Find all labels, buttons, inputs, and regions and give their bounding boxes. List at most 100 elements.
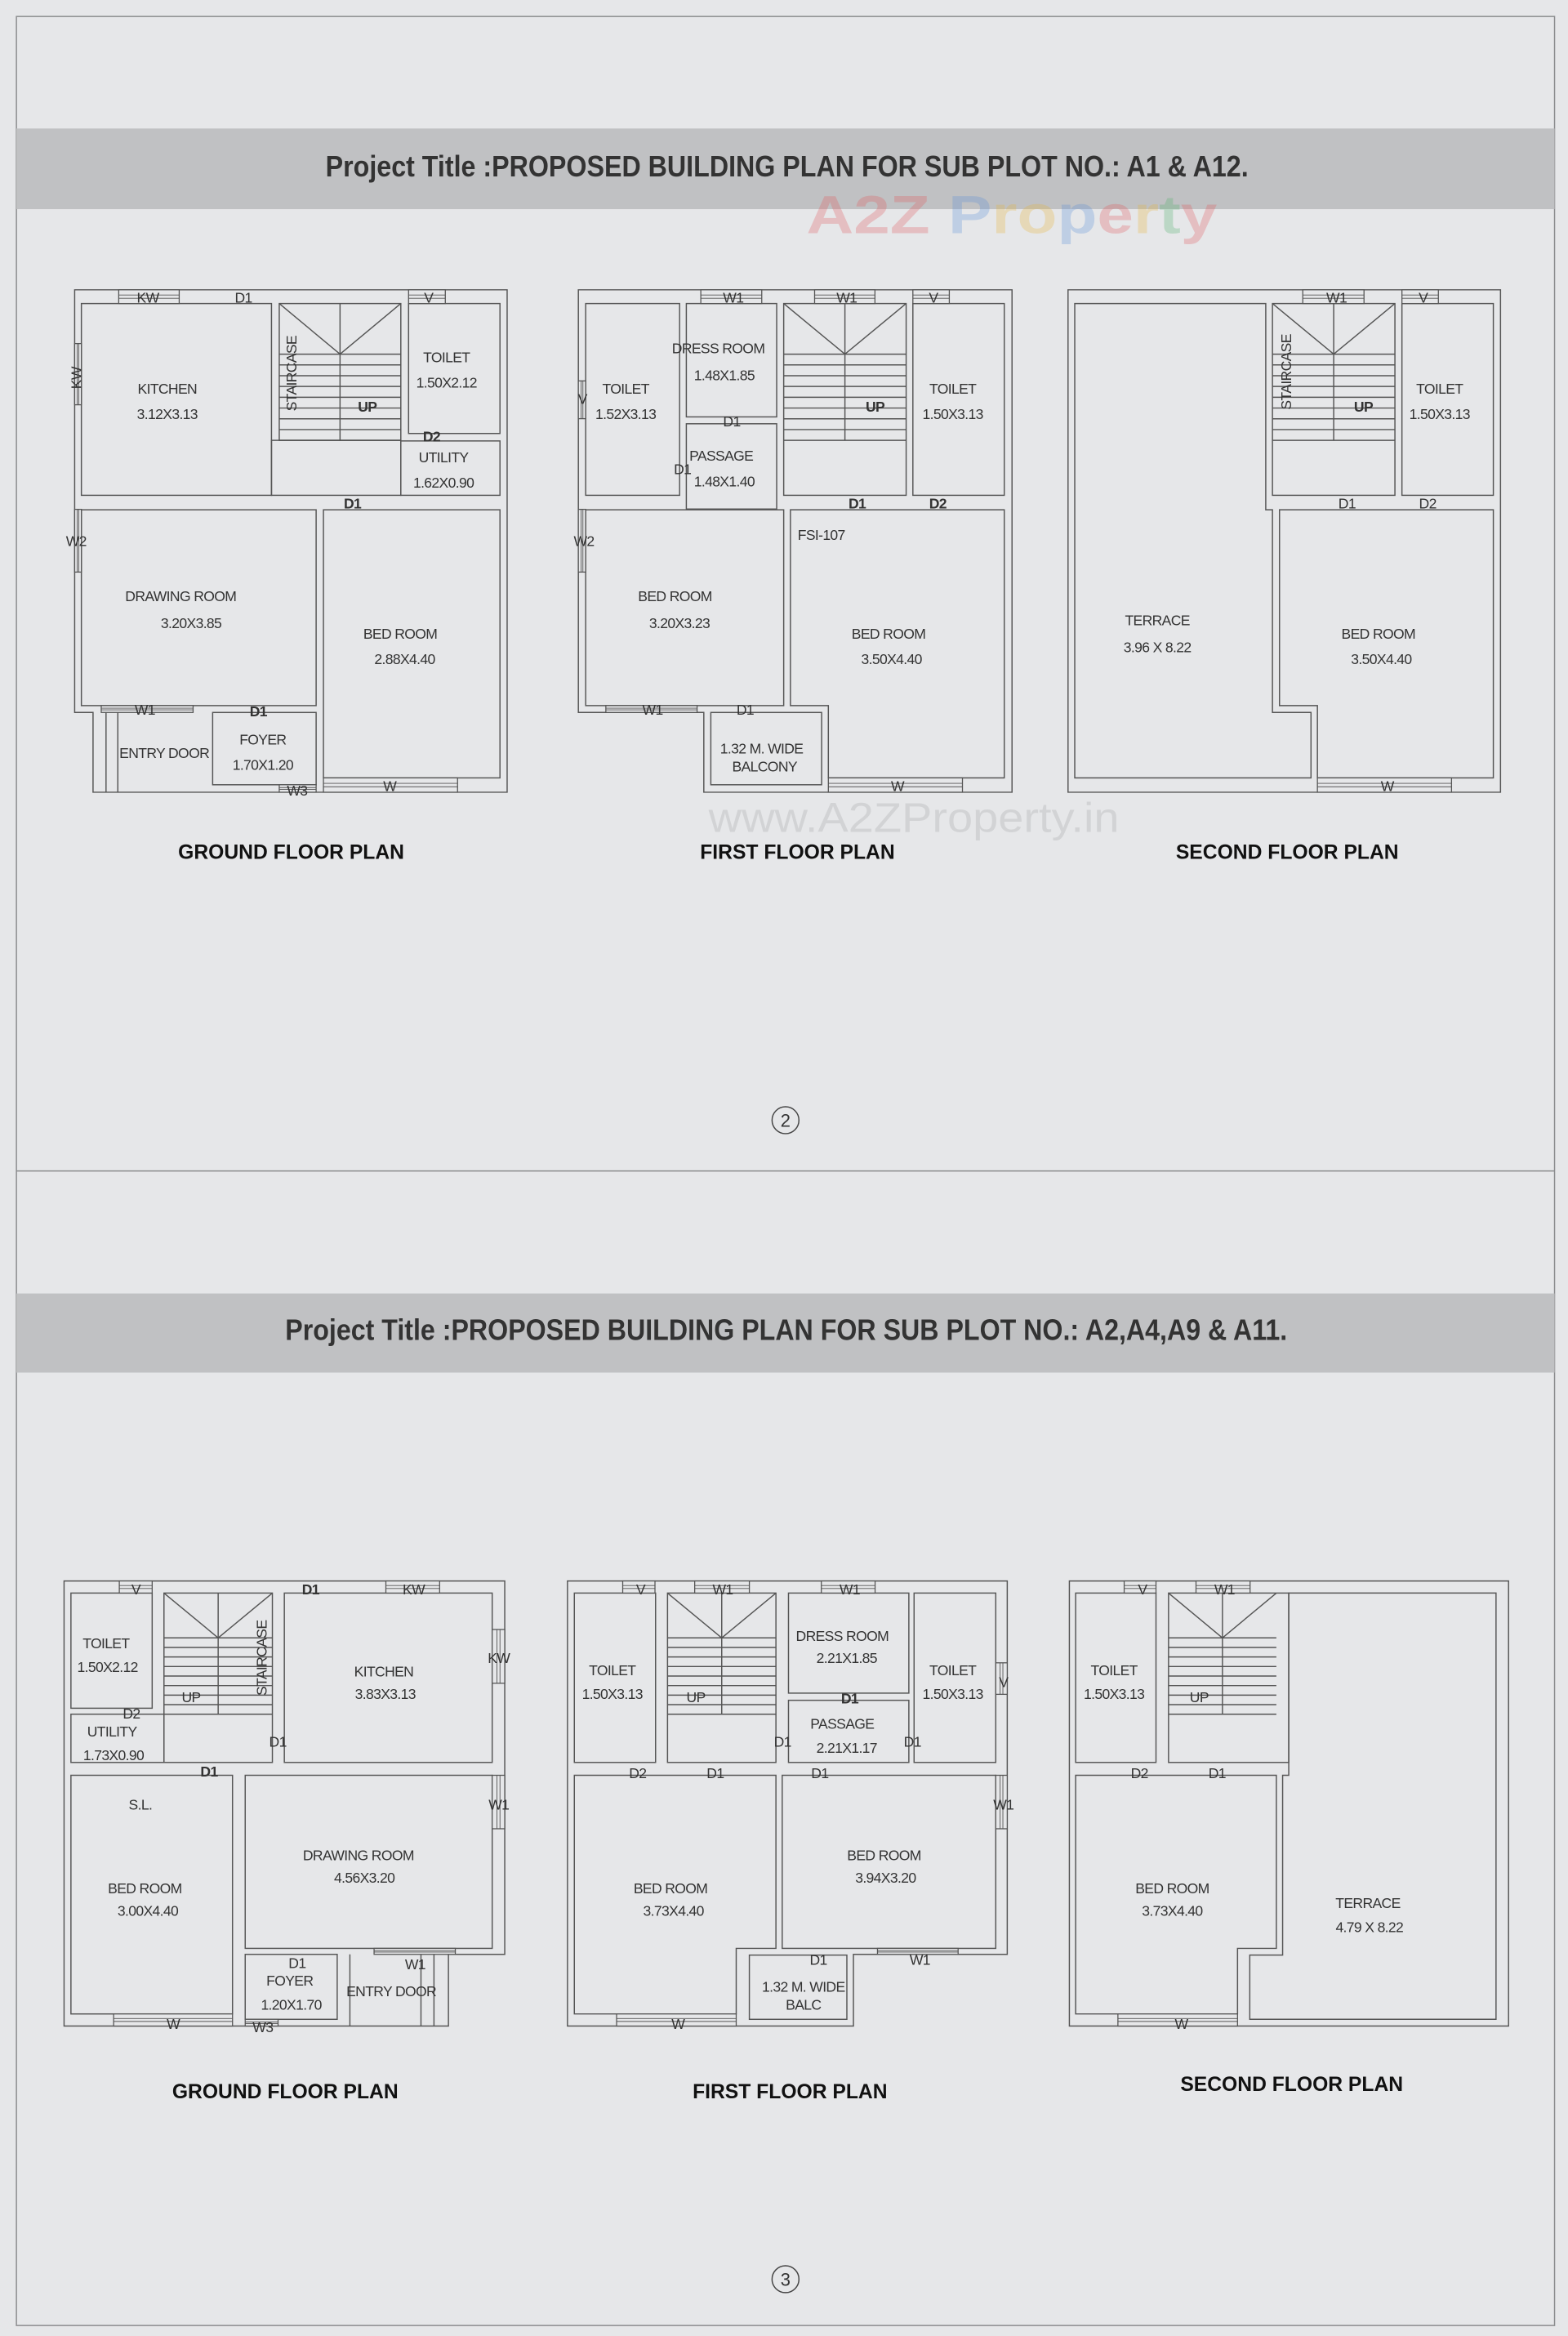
window-frame <box>605 705 698 713</box>
opening-tag: V <box>131 1581 141 1598</box>
page-number-circle-2 <box>771 2265 800 2294</box>
opening-tag: W1 <box>723 289 743 305</box>
room-name: FOYER <box>239 732 286 748</box>
window-frame <box>876 1947 959 1955</box>
opening-tag: D1 <box>849 496 866 512</box>
opening-tag: W1 <box>713 1581 733 1598</box>
project-title-1: Project Title :PROPOSED BUILDING PLAN FO… <box>326 149 1249 183</box>
window-symbol <box>1316 777 1453 793</box>
opening-tag: W1 <box>643 702 663 718</box>
window-frame <box>373 1947 457 1955</box>
room-size: 3.83X3.13 <box>355 1686 416 1702</box>
window-symbol <box>113 2013 234 2027</box>
opening-tag: UP <box>182 1689 201 1705</box>
opening-tag: D1 <box>270 1734 287 1750</box>
staircase-steps <box>666 1592 777 1715</box>
window-symbol <box>1123 1580 1157 1594</box>
room-size: 3.94X3.20 <box>855 1870 916 1886</box>
window-symbol <box>373 1947 457 1955</box>
window-symbol <box>995 1662 1009 1696</box>
window-frame <box>1117 2013 1238 2027</box>
window-symbol <box>577 380 586 420</box>
opening-tag: W <box>167 2016 180 2032</box>
room-size: 1.48X1.85 <box>694 367 755 383</box>
opening-tag: UP <box>687 1689 706 1705</box>
room-name: TOILET <box>1416 381 1463 397</box>
window-frame <box>118 289 180 305</box>
opening-tag: W1 <box>993 1796 1013 1812</box>
window-symbol <box>1195 1580 1251 1594</box>
opening-tag: D1 <box>1339 496 1356 512</box>
opening-tag: W1 <box>840 1581 860 1598</box>
room-toilet <box>912 302 1005 497</box>
page-number-1: 2 <box>781 1111 791 1131</box>
outer-wall <box>74 289 508 793</box>
opening-tag: UP <box>1354 399 1374 415</box>
room-bed-room <box>1075 1774 1277 2015</box>
opening-tag: W3 <box>252 2019 273 2035</box>
room-passage <box>685 423 777 510</box>
window-symbol <box>827 777 964 793</box>
room-balcony <box>748 1954 848 2021</box>
outer-wall <box>567 1580 1009 2027</box>
window-symbol <box>700 289 763 305</box>
window-frame <box>1123 1580 1157 1594</box>
room-name: DRAWING ROOM <box>303 1848 414 1864</box>
window-symbol <box>244 2018 279 2027</box>
window-symbol <box>100 705 194 713</box>
opening-tag: V <box>929 289 938 305</box>
window-frame <box>1195 1580 1251 1594</box>
room-size: 3.12X3.13 <box>137 406 198 422</box>
window-frame <box>278 784 317 793</box>
room-name: UTILITY <box>419 449 470 466</box>
room-foyer <box>244 1954 338 2021</box>
room-size: 1.50X3.13 <box>1084 1686 1144 1702</box>
floor-plan-ground-2 <box>63 1580 506 2027</box>
room-size: 3.00X4.40 <box>118 1902 179 1919</box>
window-frame <box>118 1580 153 1594</box>
opening-tag: W2 <box>66 533 87 549</box>
window-frame <box>74 342 82 406</box>
caption-ground-floor-2: GROUND FLOOR PLAN <box>172 2081 399 2103</box>
room-name: TOILET <box>82 1635 130 1652</box>
opening-tag: W1 <box>836 289 857 305</box>
window-frame <box>821 1580 876 1594</box>
window-frame <box>323 777 458 793</box>
window-frame <box>408 289 446 305</box>
floor-plan-ground-1 <box>74 289 508 793</box>
room-size: 1.70X1.20 <box>233 757 294 773</box>
opening-tag: S.L. <box>129 1796 153 1812</box>
room-name: TOILET <box>1090 1662 1138 1678</box>
staircase-steps <box>1168 1592 1277 1715</box>
room-name: BED ROOM <box>108 1880 181 1897</box>
opening-tag: W1 <box>488 1796 509 1812</box>
caption-second-floor-1: SECOND FLOOR PLAN <box>1176 841 1399 863</box>
room-name: TOILET <box>929 1662 977 1678</box>
room-size: 3.50X4.40 <box>1351 651 1412 667</box>
opening-tag: W1 <box>405 1956 425 1973</box>
opening-tag: D2 <box>1419 496 1437 512</box>
opening-tag: D1 <box>234 289 252 305</box>
room-name: DRESS ROOM <box>672 341 765 357</box>
window-frame <box>100 705 194 713</box>
room-terrace <box>1249 1592 1497 2021</box>
room-drawing-room <box>80 509 317 707</box>
room-name: BED ROOM <box>363 626 437 642</box>
page-number-2: 3 <box>781 2270 791 2290</box>
room-bed-room <box>573 1774 777 2015</box>
window-symbol <box>616 2013 737 2027</box>
caption-first-floor-1: FIRST FLOOR PLAN <box>700 841 894 863</box>
room-utility <box>400 440 501 497</box>
room-toilet <box>1075 1592 1157 1763</box>
window-frame <box>616 2013 737 2027</box>
room-drawing-room <box>244 1774 493 1950</box>
room-size: 4.56X3.20 <box>334 1870 395 1886</box>
window-symbol <box>577 508 586 573</box>
room-balcony <box>710 711 822 786</box>
room-toilet <box>573 1592 657 1763</box>
room-passage <box>787 1699 910 1763</box>
window-frame <box>621 1580 656 1594</box>
room-size: 2.21X1.17 <box>817 1740 877 1756</box>
